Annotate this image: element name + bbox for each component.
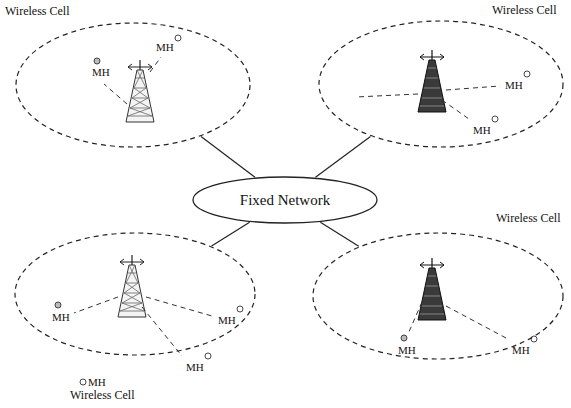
- wireless-links: [74, 57, 506, 356]
- cell-label: Wireless Cell: [70, 388, 135, 402]
- cell-label: Wireless Cell: [492, 3, 557, 17]
- mobile-host-label: MH: [186, 361, 204, 373]
- mobile-host-label: MH: [92, 66, 110, 78]
- wireless-cell: Wireless Cell: [14, 232, 256, 356]
- wireless-cell: Wireless Cell: [318, 20, 564, 148]
- mobile-host-label: MH: [52, 311, 70, 323]
- wireless-cell: Wireless Cell: [15, 22, 251, 148]
- cell-outline: [312, 232, 564, 360]
- cell-outline: [318, 20, 564, 148]
- base-station-tower: [118, 255, 146, 317]
- network-link: [315, 136, 370, 177]
- base-station-tower: [126, 60, 154, 122]
- base-station-tower: [418, 258, 446, 320]
- network-link: [201, 136, 255, 177]
- network-link: [320, 222, 358, 246]
- mobile-host-label: MH: [512, 344, 530, 356]
- mobile-host-label: MH: [505, 79, 523, 91]
- cell-outline: [14, 232, 256, 356]
- mobile-host-label: MH: [156, 41, 174, 53]
- wireless-cell: Wireless Cell: [312, 232, 564, 360]
- mobile-host-label: MH: [88, 376, 106, 388]
- cell-label: Wireless Cell: [5, 4, 70, 18]
- mobile-host-label: MH: [473, 124, 491, 136]
- network-label: Fixed Network: [240, 191, 330, 209]
- network-ellipse: Fixed Network: [192, 176, 378, 224]
- cell-label: Wireless Cell: [496, 211, 561, 225]
- mobile-host-label: MH: [218, 314, 236, 326]
- mobile-host-label: MH: [398, 344, 416, 356]
- base-station-tower: [418, 50, 446, 112]
- network-link: [212, 222, 250, 246]
- cell-outline: [15, 22, 251, 148]
- mobile-host-marks: [55, 35, 537, 385]
